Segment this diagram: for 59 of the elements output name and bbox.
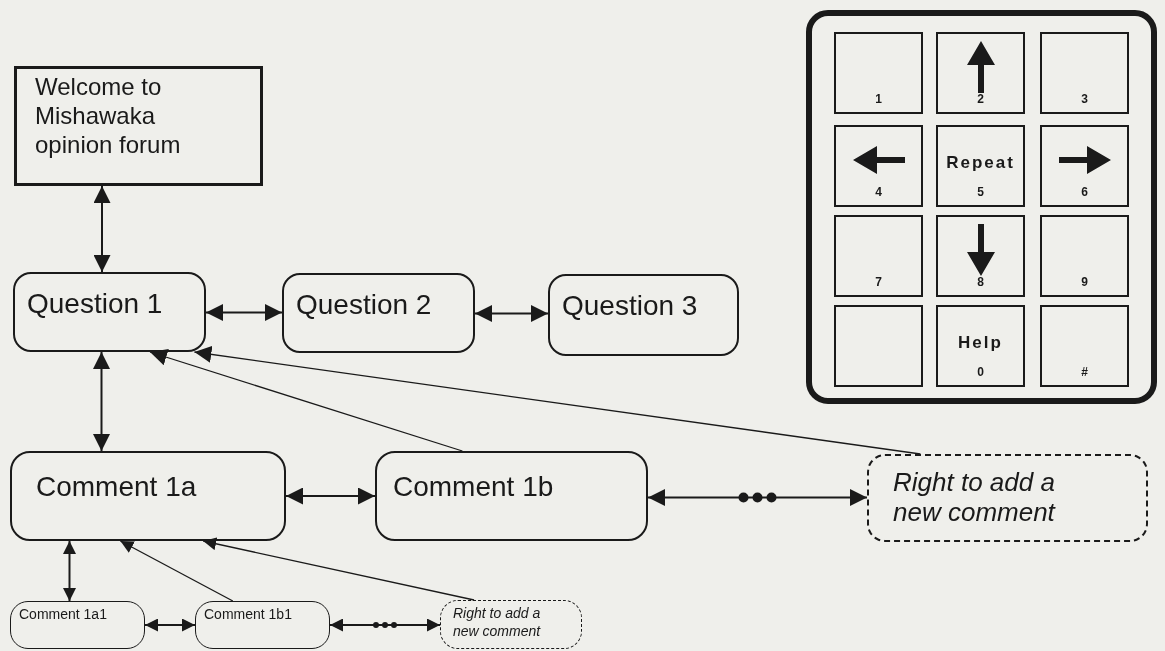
keypad-key xyxy=(1040,125,1129,207)
question-box xyxy=(13,272,206,352)
key-number: 8 xyxy=(976,274,985,291)
key-number: 6 xyxy=(1080,184,1089,201)
arrow xyxy=(474,305,549,322)
node-label: Right to add a new comment xyxy=(453,605,542,640)
question-box xyxy=(548,274,739,356)
keypad-frame xyxy=(806,10,1157,404)
arrow xyxy=(93,351,110,452)
key-number: 2 xyxy=(976,91,985,108)
key-number: 7 xyxy=(874,274,883,291)
key-label: Repeat xyxy=(945,152,1016,175)
arrow xyxy=(647,489,868,506)
comment-box xyxy=(10,601,145,649)
key-number: 4 xyxy=(874,184,883,201)
node-label: Question 3 xyxy=(562,289,699,323)
arrow xyxy=(329,618,441,632)
node-label: Comment 1b xyxy=(393,470,555,504)
key-label: Help xyxy=(957,332,1004,355)
arrow xyxy=(144,618,196,632)
key-number: 3 xyxy=(1080,91,1089,108)
key-number: 9 xyxy=(1080,274,1089,291)
comment-box xyxy=(375,451,648,541)
keypad-key xyxy=(1040,215,1129,297)
key-number: 5 xyxy=(976,184,985,201)
keypad-key xyxy=(834,305,923,387)
arrow xyxy=(119,540,234,602)
node-label: Question 1 xyxy=(27,287,164,321)
keypad-key xyxy=(936,215,1025,297)
keypad-key xyxy=(1040,32,1129,114)
keypad-key xyxy=(936,305,1025,387)
node-label: Welcome to Mishawaka opinion forum xyxy=(35,73,182,160)
arrow xyxy=(205,304,283,321)
key-number: 0 xyxy=(976,364,985,381)
keypad-key xyxy=(936,125,1025,207)
keypad-key xyxy=(834,32,923,114)
keypad-key xyxy=(834,215,923,297)
comment-box xyxy=(195,601,330,649)
arrow xyxy=(285,487,376,505)
arrow xyxy=(193,345,922,455)
node-label: Question 2 xyxy=(296,288,433,322)
comment-box xyxy=(10,451,286,541)
question-box xyxy=(282,273,475,353)
node-label: Comment 1a xyxy=(36,470,198,504)
node-label: Comment 1a1 xyxy=(19,606,108,624)
keypad-key xyxy=(1040,305,1129,387)
welcome-box xyxy=(14,66,263,186)
arrow xyxy=(202,537,475,601)
keypad-key xyxy=(834,125,923,207)
arrow xyxy=(149,349,463,452)
node-label: Comment 1b1 xyxy=(204,606,293,624)
arrow xyxy=(63,540,76,602)
dashed-comment-box xyxy=(867,454,1148,542)
node-label: Right to add a new comment xyxy=(893,468,1057,528)
key-number: 1 xyxy=(874,91,883,108)
arrow xyxy=(93,185,111,273)
key-number: # xyxy=(1080,364,1089,381)
dashed-comment-box xyxy=(440,600,582,649)
keypad-key xyxy=(936,32,1025,114)
